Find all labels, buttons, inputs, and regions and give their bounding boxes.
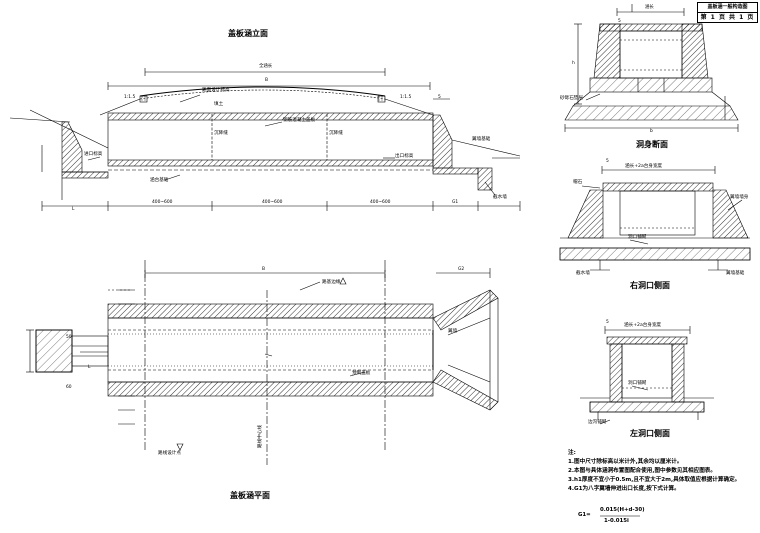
notes-block: 注: 1.图中尺寸除标高以米计外,其余均以厘米计。 2.本图与具体涵洞布置图配合… [568,449,754,494]
title-block: 盖板涵一般构造图 第 1 页 共 1 页 [697,2,758,23]
dim-seg3: 400~600 [370,200,391,205]
right-end-title: 右洞口侧面 [630,281,670,290]
b-label: B [265,78,269,83]
note-item-3: 3.h1厚度不宜小于0.5m,且不宜大于2m,具体取值应根据计算确定。 [568,477,741,483]
left-end-title: 左洞口侧面 [630,429,670,438]
title-block-name: 盖板涵一般构造图 [698,3,757,13]
dim-60-plan: 60 [66,385,72,390]
road-center-point-label: 路线设计点 [158,451,181,456]
left-opening-label: 洞口铺砌 [628,381,647,386]
slope-right-label: 1:1.5 [400,95,412,100]
note-item-2: 2.本图与具体涵洞布置图配合使用,图中参数见其相应图表。 [568,468,716,474]
right-top-dim-label: 涵长+2a台身宽度 [625,164,663,169]
plan-title: 盖板涵平面 [230,491,270,500]
cutoff-wall-label: 截水墙 [493,195,507,200]
note-item-4: 4.G1为八字翼墙伸进出口长度,按下式计算。 [568,486,680,492]
section-b-label: b [650,129,653,134]
cover-slab-label: 钢筋混凝土盖板 [283,118,316,123]
right-opening-label: 洞口铺砌 [628,235,647,240]
section-title: 洞身断面 [636,140,668,149]
dim-G1: G1 [452,200,459,205]
section-width-label: 涵长 [645,5,654,10]
inlet-elev-label: 进口标高 [84,152,103,157]
formula-denominator: 1-0.015i [604,518,629,524]
section-h-label: h [572,61,575,66]
settlement-joint-left-label: 沉降缝 [214,131,228,136]
wingwall-label: 翼墙 [448,329,458,334]
plan-view [26,260,499,465]
wing-wall-body-label: 翼墙墙身 [730,195,749,200]
left-top-dim-label: 涵长+2a台身宽度 [624,323,662,328]
settlement-joint-right-label: 沉降缝 [329,131,343,136]
foundation-label: 涵台基础 [150,178,169,183]
outlet-elev-label: 出口标高 [395,154,414,159]
dim-G2: G2 [458,267,465,272]
formula-lhs: G1= [578,512,591,518]
road-fill-edge-label: 路基边缘 [322,280,341,285]
section-bedding-label: 砂砾石垫层 [560,96,583,101]
plan-b-label: B [262,267,266,272]
right-end-view [559,166,751,271]
right-base-label: 翼墙基础 [726,271,745,276]
road-center-line-label: 路线中心线 [258,425,263,448]
full-length-label: 全涵长 [259,64,273,69]
elevation-title: 盖板涵立面 [228,29,268,38]
dim-50-plan: 50 [66,335,72,340]
precast-slab-label: 预制盖板 [352,371,371,376]
slope-left-label: 1:1.5 [124,95,136,100]
dim-5-right: 5 [606,159,609,164]
title-block-page: 第 1 页 共 1 页 [700,14,755,21]
road-level-label: 路面设计标高 [202,88,230,93]
dim-seg1: 400~600 [152,200,173,205]
dim-5-section: 5 [618,19,621,24]
fill-label: 填土 [214,102,224,107]
formula-numerator: 0.015(H+d-30) [600,507,645,513]
wingwall-base-label: 翼墙基础 [472,137,491,142]
dim-L-plan: L [88,365,91,370]
dim-L-elev: L [72,207,75,212]
left-paving-label: 边沟铺砌 [588,420,607,425]
elevation-view [9,68,521,211]
cap-stone-label: 帽石 [573,180,583,185]
dim-5-left: 5 [606,320,609,325]
note-item-1: 1.图中尺寸除标高以米计外,其余均以厘米计。 [568,459,683,465]
left-end-view [580,326,714,425]
barrel-section-view [564,4,739,132]
dim-5-elev: 5 [438,95,441,100]
dim-seg2: 400~600 [262,200,283,205]
notes-title: 注: [568,450,576,456]
right-cutoff-label: 截水墙 [576,271,590,276]
